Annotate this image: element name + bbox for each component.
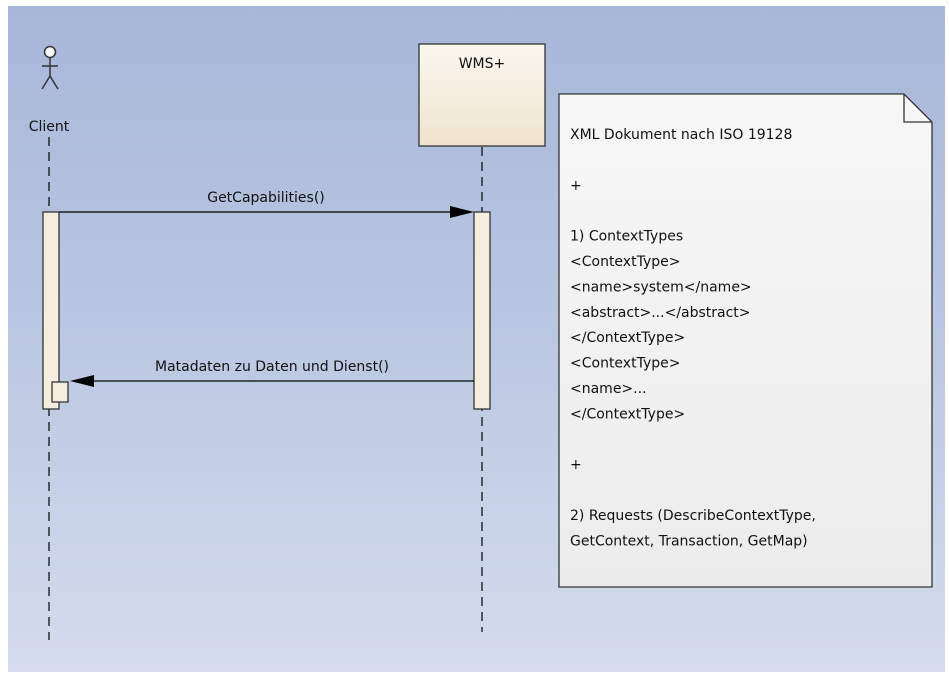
note-line: <ContextType> bbox=[570, 254, 680, 270]
lifeline-label: WMS+ bbox=[459, 56, 506, 72]
note-line: <name>system</name> bbox=[570, 279, 752, 295]
note-line: GetContext, Transaction, GetMap) bbox=[570, 533, 808, 549]
note-line: + bbox=[570, 457, 582, 473]
message-getcapabilities[interactable]: GetCapabilities() bbox=[59, 190, 474, 218]
arrowhead-icon bbox=[450, 206, 474, 218]
client-activation-bar[interactable] bbox=[42, 211, 60, 410]
arrowhead-icon bbox=[70, 375, 94, 387]
wms-activation-bar[interactable] bbox=[473, 211, 491, 410]
note-line: + bbox=[570, 178, 582, 194]
message-label: Matadaten zu Daten und Dienst() bbox=[155, 359, 389, 375]
note-text: XML Dokument nach ISO 19128 +1) ContextTy… bbox=[570, 127, 816, 549]
actor-label: Client bbox=[29, 119, 70, 135]
note-line: 2) Requests (DescribeContextType, bbox=[570, 508, 816, 524]
note-fold-icon bbox=[903, 94, 932, 123]
note[interactable]: XML Dokument nach ISO 19128 +1) ContextTy… bbox=[558, 93, 933, 588]
note-line: <name>... bbox=[570, 381, 647, 397]
note-line: <abstract>...</abstract> bbox=[570, 305, 751, 321]
note-line: XML Dokument nach ISO 19128 bbox=[570, 127, 792, 143]
note-line: 1) ContextTypes bbox=[570, 229, 683, 245]
note-line: <ContextType> bbox=[570, 356, 680, 372]
message-metadaten[interactable]: Matadaten zu Daten und Dienst() bbox=[70, 359, 474, 387]
message-label: GetCapabilities() bbox=[207, 190, 325, 206]
lifeline-box bbox=[418, 43, 546, 147]
note-line: </ContextType> bbox=[570, 330, 685, 346]
note-body bbox=[558, 93, 933, 588]
actor-client[interactable]: Client bbox=[29, 45, 70, 136]
lifeline-wms[interactable]: WMS+ bbox=[418, 43, 546, 147]
actor-stick-figure-icon bbox=[41, 45, 59, 90]
note-line: </ContextType> bbox=[570, 406, 685, 422]
client-nested-activation[interactable] bbox=[51, 381, 69, 403]
